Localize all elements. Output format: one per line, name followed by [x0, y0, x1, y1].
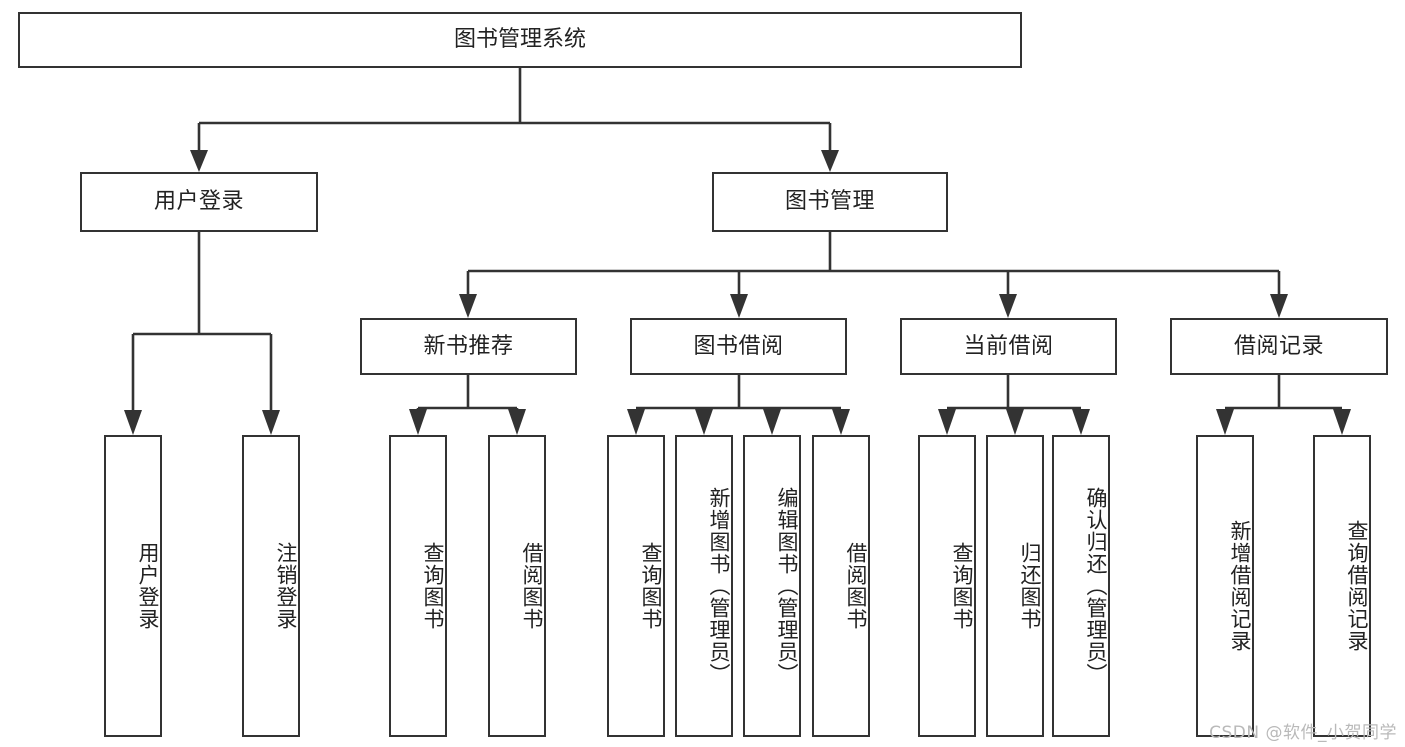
leaf-new-book-borrow[interactable]: 借阅图书 [488, 435, 546, 737]
arrowhead-leaf-new-book-2 [508, 409, 526, 435]
node-book-management-label: 图书管理 [784, 189, 875, 215]
leaf-book-borrow-add[interactable]: 新增图书（管理员） [675, 435, 733, 737]
leaf-label: 查询图书 [639, 542, 663, 630]
node-book-management[interactable]: 图书管理 [712, 172, 948, 232]
arrowhead-leaf-book-borrow-4 [832, 409, 850, 435]
node-new-book-recommend[interactable]: 新书推荐 [360, 318, 577, 375]
leaf-book-borrow-edit[interactable]: 编辑图书（管理员） [743, 435, 801, 737]
leaf-user-login-login[interactable]: 用户登录 [104, 435, 162, 737]
node-root-label: 图书管理系统 [453, 27, 586, 53]
node-borrow-record[interactable]: 借阅记录 [1170, 318, 1388, 375]
leaf-label: 借阅图书 [520, 542, 544, 630]
node-current-borrow-label: 当前借阅 [963, 333, 1054, 359]
arrowhead-book-borrow [730, 294, 748, 318]
leaf-current-borrow-confirm-return[interactable]: 确认归还（管理员） [1052, 435, 1110, 737]
arrowhead-leaf-book-borrow-1 [627, 409, 645, 435]
node-borrow-record-label: 借阅记录 [1233, 333, 1324, 359]
leaf-label: 归还图书 [1018, 542, 1042, 630]
arrowhead-leaf-book-borrow-2 [695, 409, 713, 435]
arrowhead-leaf-current-borrow-3 [1072, 409, 1090, 435]
leaf-borrow-record-query[interactable]: 查询借阅记录 [1313, 435, 1371, 737]
leaf-user-login-logout[interactable]: 注销登录 [242, 435, 300, 737]
leaf-label: 新增图书（管理员） [707, 487, 731, 685]
arrowhead-leaf-current-borrow-1 [938, 409, 956, 435]
arrowhead-leaf-current-borrow-2 [1006, 409, 1024, 435]
arrowhead-leaf-book-borrow-3 [763, 409, 781, 435]
arrowhead-leaf-borrow-record-2 [1333, 409, 1351, 435]
leaf-label: 编辑图书（管理员） [775, 487, 799, 685]
node-book-borrow[interactable]: 图书借阅 [630, 318, 847, 375]
leaf-label: 新增借阅记录 [1228, 520, 1252, 652]
arrowhead-leaf-borrow-record-1 [1216, 409, 1234, 435]
leaf-label: 借阅图书 [844, 542, 868, 630]
node-user-login-label: 用户登录 [153, 189, 244, 215]
arrowhead-borrow-record [1270, 294, 1288, 318]
leaf-current-borrow-return[interactable]: 归还图书 [986, 435, 1044, 737]
csdn-watermark: CSDN @软件_小贺同学 [1209, 723, 1397, 743]
arrowhead-current-borrow [999, 294, 1017, 318]
leaf-label: 查询借阅记录 [1345, 520, 1369, 652]
leaf-label: 查询图书 [421, 542, 445, 630]
leaf-label: 注销登录 [274, 542, 298, 630]
arrowhead-leaf-user-login-1 [124, 410, 142, 435]
arrowhead-leaf-new-book-1 [409, 409, 427, 435]
arrowhead-new-book-recommend [459, 294, 477, 318]
leaf-new-book-query[interactable]: 查询图书 [389, 435, 447, 737]
node-new-book-recommend-label: 新书推荐 [423, 333, 514, 359]
arrowhead-book-manage [821, 150, 839, 172]
leaf-label: 用户登录 [136, 542, 160, 630]
node-book-borrow-label: 图书借阅 [693, 333, 784, 359]
arrowhead-leaf-user-login-2 [262, 410, 280, 435]
arrowhead-user-login [190, 150, 208, 172]
leaf-book-borrow-query[interactable]: 查询图书 [607, 435, 665, 737]
leaf-book-borrow-borrow[interactable]: 借阅图书 [812, 435, 870, 737]
leaf-label: 确认归还（管理员） [1084, 487, 1108, 685]
node-root-system[interactable]: 图书管理系统 [18, 12, 1022, 68]
leaf-borrow-record-add[interactable]: 新增借阅记录 [1196, 435, 1254, 737]
leaf-current-borrow-query[interactable]: 查询图书 [918, 435, 976, 737]
node-user-login[interactable]: 用户登录 [80, 172, 318, 232]
leaf-label: 查询图书 [950, 542, 974, 630]
node-current-borrow[interactable]: 当前借阅 [900, 318, 1117, 375]
